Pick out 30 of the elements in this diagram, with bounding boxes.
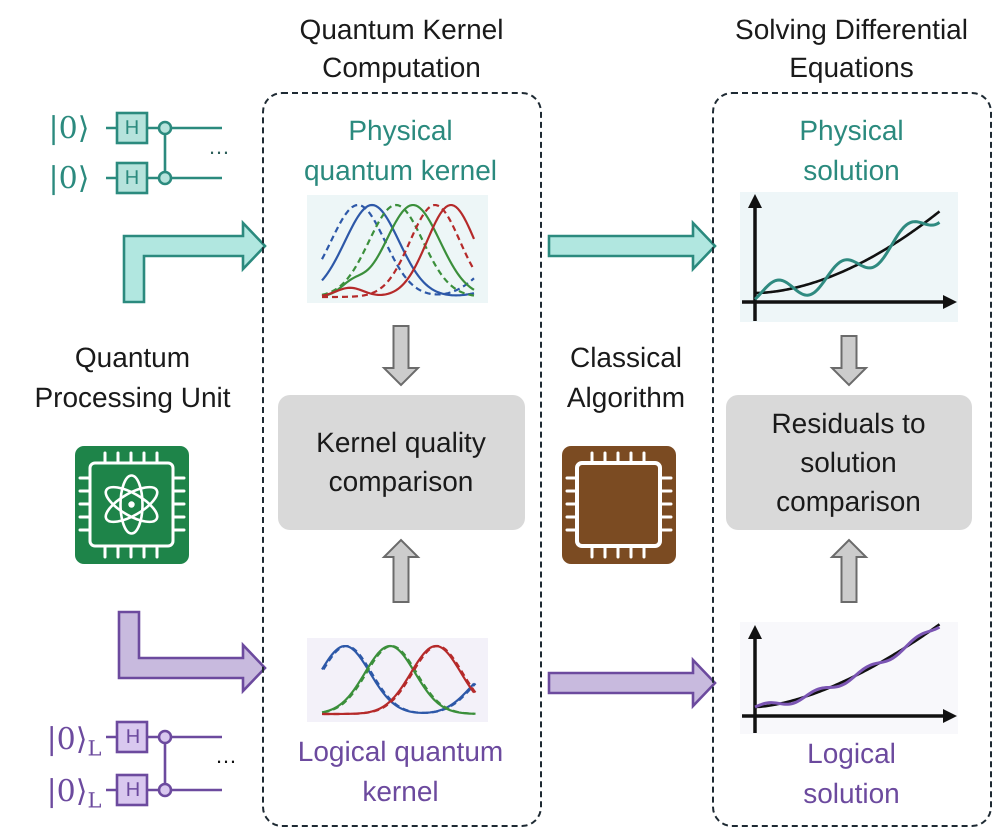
block-arrow (122, 220, 267, 304)
process-box (726, 394, 972, 530)
block-arrow (830, 538, 868, 603)
gate-label: H (124, 116, 140, 140)
plot-title: Logical solution (802, 736, 901, 810)
plot-title: Physical solution (798, 114, 905, 188)
process-box (278, 394, 524, 530)
plot-title: Physical quantum kernel (302, 114, 498, 188)
ket-label: |0⟩$_{L}$ (46, 722, 102, 758)
plot-title: Logical quantum kernel (296, 734, 504, 808)
process-text: Residuals to solution comparison (770, 406, 927, 519)
ket-label: |0⟩$_{L}$ (46, 774, 102, 810)
block-arrow (548, 220, 717, 272)
ellipsis: … (208, 134, 230, 160)
gate-label: H (124, 166, 140, 190)
section-heading: Quantum Kernel Computation (298, 12, 504, 85)
side-label: Classical Algorithm (566, 341, 686, 415)
unit-label: Quantum Processing Unit (33, 341, 232, 415)
block-arrow (118, 610, 267, 694)
block-arrow (548, 656, 717, 710)
gate-label: H (126, 778, 140, 802)
gate-label: H (126, 726, 140, 748)
ket-label: |0⟩ (48, 162, 90, 196)
section-heading: Solving Differential Equations (734, 12, 969, 85)
block-arrow (830, 335, 868, 386)
process-text: Kernel quality comparison (315, 426, 487, 499)
block-arrow (382, 538, 420, 603)
ket-label: |0⟩ (48, 112, 90, 146)
block-arrow (382, 325, 420, 386)
ellipsis: … (215, 743, 237, 769)
